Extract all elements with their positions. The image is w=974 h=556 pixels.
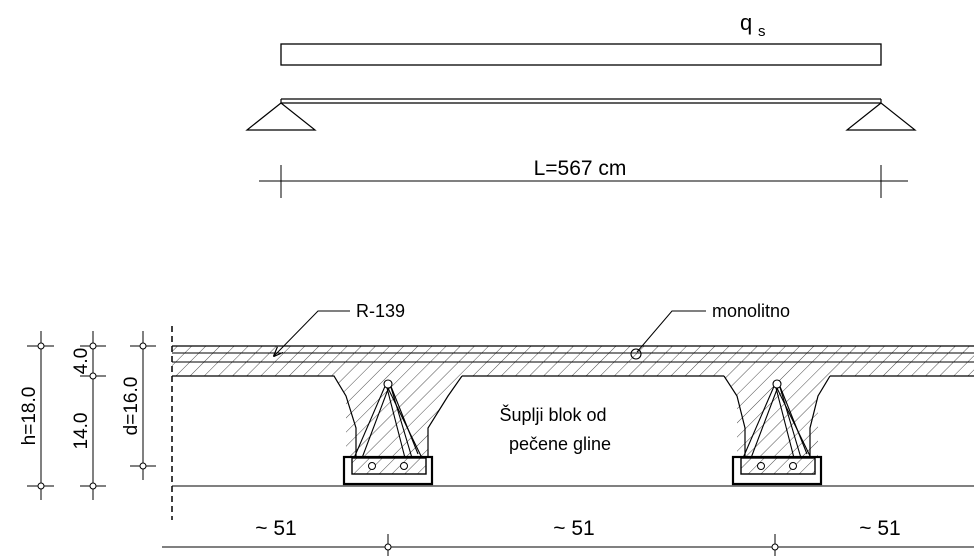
dim-bottom-label: 14.0: [71, 413, 92, 450]
spacing-label-2: ~ 51: [553, 517, 594, 540]
dim-h-label: h=18.0: [19, 387, 40, 446]
load-symbol: q: [740, 10, 752, 35]
left-support-icon: [245, 102, 317, 131]
beam: [280, 98, 882, 104]
block-label-line2: pečene gline: [509, 434, 611, 454]
right-support-icon: [845, 102, 917, 131]
span-dimension: L=567 cm: [259, 157, 908, 198]
block-label-line1: Šuplji blok od: [499, 404, 606, 425]
mesh-leader: R-139: [274, 301, 405, 356]
dim-layers: 4.0 14.0: [71, 331, 106, 500]
monolithic-leader: monolitno: [630, 301, 790, 360]
mesh-label: R-139: [356, 301, 405, 321]
spacing-label-3: ~ 51: [859, 517, 900, 540]
rib-outline-2: [723, 375, 974, 458]
dim-d: d=16.0: [121, 331, 156, 480]
dim-h: h=18.0: [19, 331, 54, 500]
spacing-dimension: ~ 51 ~ 51 ~ 51: [162, 517, 974, 556]
monolithic-label: monolitno: [712, 301, 790, 321]
rib-2: [731, 379, 823, 486]
rib-outline-1: [172, 375, 724, 458]
distributed-load-bar: [280, 43, 882, 66]
dim-d-label: d=16.0: [121, 377, 142, 436]
rib-1: [342, 379, 434, 486]
dim-top-label: 4.0: [71, 348, 92, 374]
load-scheme: q s: [280, 10, 882, 66]
spacing-label-1: ~ 51: [255, 517, 296, 540]
load-subscript: s: [758, 23, 766, 40]
span-label: L=567 cm: [534, 157, 627, 180]
